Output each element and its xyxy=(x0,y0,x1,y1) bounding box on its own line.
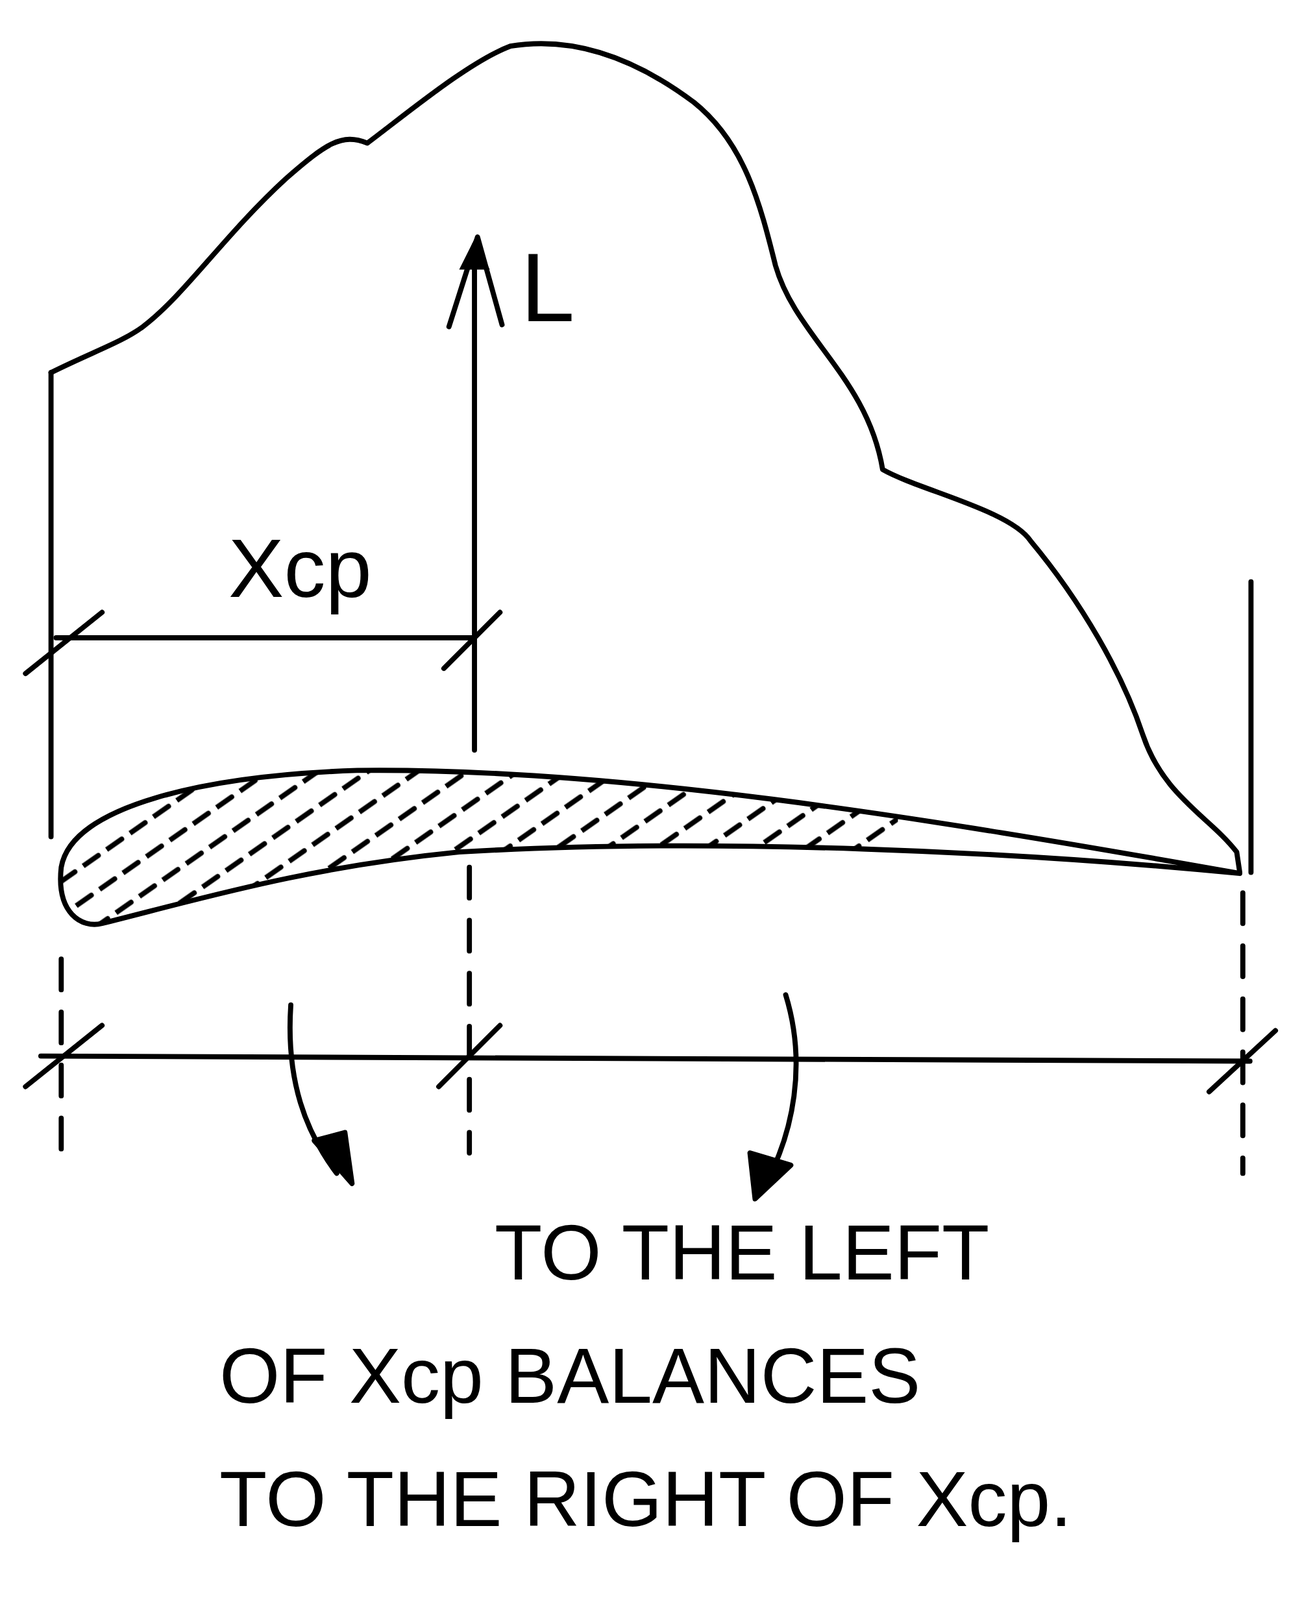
xcp-dimension xyxy=(55,635,475,641)
tick xyxy=(25,1025,102,1087)
pressure-curve xyxy=(51,43,1240,873)
tick xyxy=(443,612,500,669)
chord-dimension xyxy=(40,1056,1251,1062)
moment-arrowhead xyxy=(749,1153,791,1200)
word: Xcp xyxy=(349,1332,484,1420)
word: OF xyxy=(219,1332,328,1420)
projection-line xyxy=(466,867,472,1154)
word: THE xyxy=(346,1455,503,1543)
word: TO xyxy=(219,1455,326,1543)
note-text: TO THE LEFT OF Xcp BALANCES TO THE RIGHT… xyxy=(219,1191,1073,1561)
airfoil-outline xyxy=(60,770,1240,925)
tick xyxy=(1209,1030,1276,1092)
word: LEFT xyxy=(798,1209,990,1297)
airfoil-hatch xyxy=(60,770,898,925)
word: THE xyxy=(621,1209,778,1297)
dimension-label: Xcp xyxy=(228,527,372,611)
tick xyxy=(438,1025,500,1087)
pressure-right-bound xyxy=(1248,582,1254,873)
pressure-left-bound xyxy=(48,372,54,837)
lift-arrowhead xyxy=(449,236,503,327)
word: TO xyxy=(494,1209,602,1297)
word: Xcp. xyxy=(915,1455,1072,1543)
tick xyxy=(25,612,102,674)
projection-line xyxy=(1240,893,1246,1174)
moment-arrowhead xyxy=(314,1133,352,1185)
lift-arrow xyxy=(471,245,478,751)
word: OF xyxy=(786,1455,895,1543)
word: RIGHT xyxy=(523,1455,765,1543)
lift-label: L xyxy=(520,238,575,337)
word: BALANCES xyxy=(504,1332,921,1420)
